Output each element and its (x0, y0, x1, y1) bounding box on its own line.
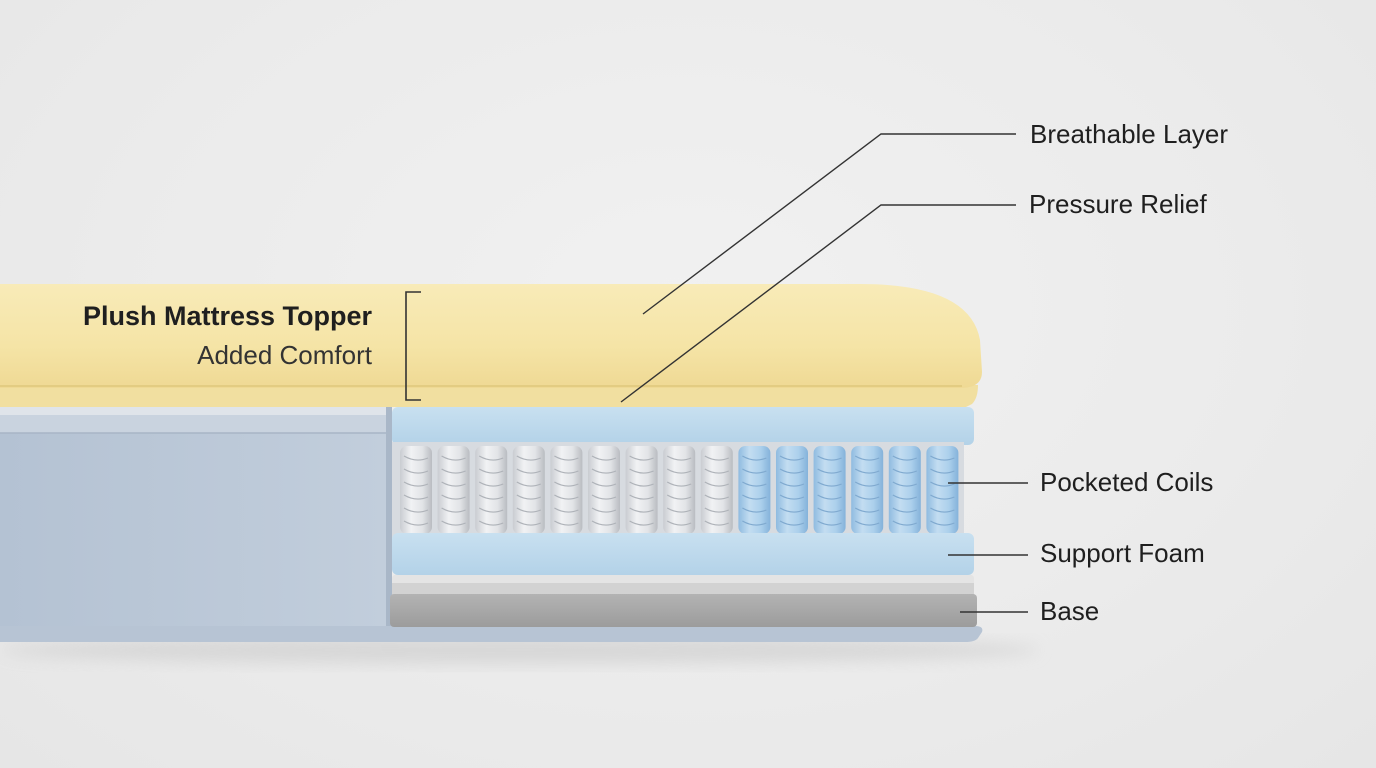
coil-white (437, 446, 470, 534)
cover-bottom-lip (0, 626, 983, 642)
transition-layer-shade (392, 583, 974, 595)
callout-pressure-relief: Pressure Relief (1029, 189, 1207, 219)
topper-title: Plush Mattress Topper (82, 301, 372, 331)
mattress-shadow (0, 636, 1040, 664)
topper-bracket (405, 291, 421, 401)
leader-line-breathable (642, 133, 1016, 315)
pocketed-coils (400, 446, 959, 534)
callout-base: Base (1040, 596, 1100, 626)
coil-blue (813, 446, 846, 534)
coil-blue (776, 446, 808, 534)
mattress-cutaway (390, 407, 977, 627)
coil-white (400, 446, 432, 534)
coil-white (663, 446, 696, 534)
coil-white (588, 446, 620, 534)
callout-support-foam: Support Foam (1040, 538, 1205, 568)
coil-white (512, 446, 545, 534)
coil-white (700, 446, 733, 534)
coil-white (550, 446, 583, 534)
base-layer (390, 594, 977, 627)
coil-blue (851, 446, 884, 534)
support-foam-layer (392, 533, 974, 575)
topper-lower-lip (0, 385, 978, 407)
callout-pocketed-coils: Pocketed Coils (1040, 467, 1214, 497)
mattress-cover (0, 405, 983, 642)
cover-cut-edge (386, 405, 392, 633)
coil-white (625, 446, 658, 534)
top-comfort-foam (392, 407, 974, 445)
callout-lines (620, 133, 1028, 613)
coil-blue (888, 446, 921, 534)
coil-blue (926, 446, 959, 534)
cover-quilt-edge (0, 407, 392, 415)
leader-line-pressure (620, 204, 1016, 403)
callout-breathable-layer: Breathable Layer (1030, 119, 1229, 149)
topper-body (0, 284, 982, 388)
mattress-topper (0, 284, 982, 407)
topper-subtitle: Added Comfort (197, 340, 372, 370)
coil-white (475, 446, 508, 534)
cover-side-panel (0, 405, 392, 633)
coil-blue (738, 446, 771, 534)
